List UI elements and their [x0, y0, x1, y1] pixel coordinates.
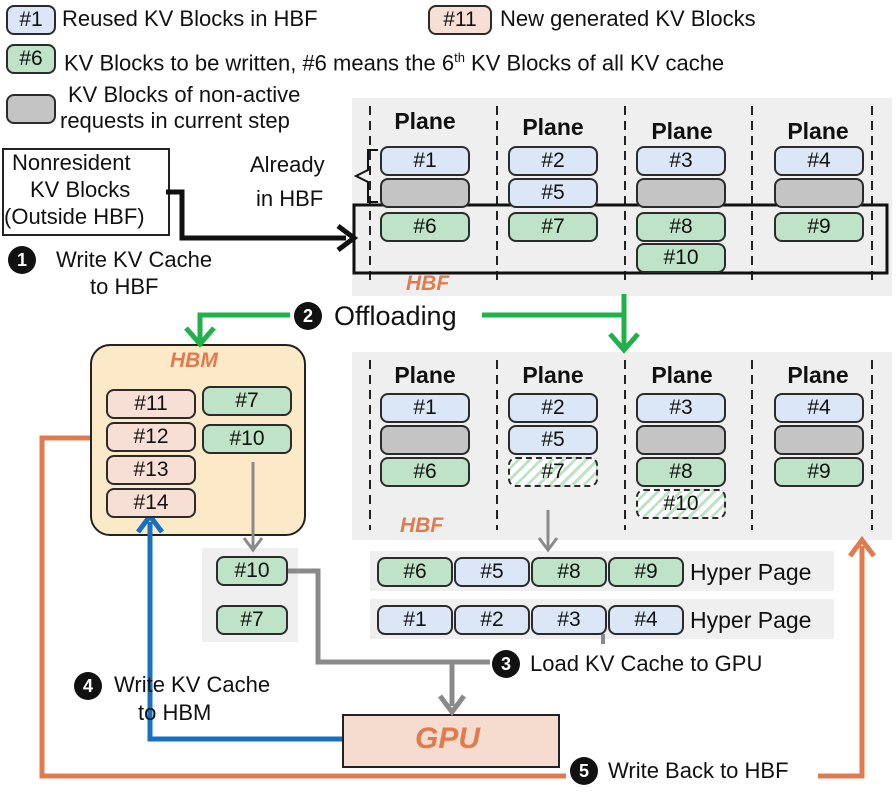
step-2-badge: 2 — [294, 302, 322, 330]
hyper-2-block-2: #2 — [454, 605, 530, 635]
step-5-text: Write Back to HBF — [608, 758, 789, 783]
already-line-2: in HBF — [256, 186, 324, 211]
legend-reused-swatch: #1 — [6, 5, 56, 35]
plane-title-3: Plane — [651, 118, 713, 144]
already-line-1: Already — [250, 152, 325, 177]
hyper-2-block-4: #4 — [608, 605, 684, 635]
legend-write-swatch: #6 — [6, 44, 56, 74]
bottom-block-10-invalid: #10 — [636, 489, 726, 519]
hyper-page-label-2: Hyper Page — [690, 607, 812, 633]
legend-new-text: New generated KV Blocks — [500, 6, 756, 31]
hyper-page-label-1: Hyper Page — [690, 559, 812, 585]
bottom-block-9: #9 — [774, 457, 864, 487]
plane-title-6: Plane — [522, 362, 584, 388]
write-hbf-arrow — [166, 189, 346, 241]
top-block-3: #3 — [636, 146, 726, 176]
plane-title-4: Plane — [787, 118, 849, 144]
legend-new-swatch: #11 — [428, 5, 492, 35]
bottom-block-8: #8 — [636, 457, 726, 487]
nonresident-line-1: Nonresident — [12, 150, 131, 175]
hbf-top-label: HBF — [406, 272, 450, 295]
plane-title-1: Plane — [394, 108, 456, 134]
write-hbm-arrow — [147, 522, 342, 742]
step-1-line-2: to HBF — [90, 274, 159, 299]
write-back-line-left — [39, 435, 566, 779]
top-block-7: #7 — [508, 212, 598, 242]
top-block-6: #6 — [380, 212, 470, 242]
top-block-4: #4 — [774, 146, 864, 176]
legend-inactive-line-1: KV Blocks of non-active — [68, 82, 301, 107]
bottom-block-4: #4 — [774, 393, 864, 423]
legend-reused-text: Reused KV Blocks in HBF — [62, 6, 318, 31]
top-block-5: #5 — [508, 178, 598, 208]
legend-inactive-line-2: requests in current step — [60, 108, 290, 133]
step-5-badge: 5 — [570, 757, 598, 785]
hbm-block-14: #14 — [106, 488, 196, 518]
plane-title-8: Plane — [787, 362, 849, 388]
top-block-inactive-1 — [380, 178, 470, 208]
bottom-block-7-invalid: #7 — [508, 457, 598, 487]
legend-write-text: KV Blocks to be written, #6 means the 6t… — [64, 50, 725, 76]
hyper-1-block-6: #6 — [377, 557, 453, 587]
top-block-8: #8 — [636, 212, 726, 242]
hbm-block-7: #7 — [202, 386, 292, 416]
top-block-inactive-4 — [774, 178, 864, 208]
bottom-block-inactive-1 — [380, 425, 470, 455]
hbm-label: HBM — [170, 349, 218, 372]
hyper-2-block-3: #3 — [531, 605, 607, 635]
legend-inactive-swatch — [6, 94, 56, 124]
bottom-block-3: #3 — [636, 393, 726, 423]
hyper-1-block-8: #8 — [531, 557, 607, 587]
step-3-text: Load KV Cache to GPU — [530, 651, 763, 676]
plane-title-7: Plane — [651, 362, 713, 388]
hbm-block-12: #12 — [106, 422, 196, 452]
nonresident-line-2: KV Blocks — [30, 177, 131, 202]
bottom-block-inactive-3 — [636, 425, 726, 455]
staging-block-10: #10 — [216, 556, 288, 586]
hbm-block-13: #13 — [106, 455, 196, 485]
write-back-arrow — [818, 546, 865, 779]
bottom-block-2: #2 — [508, 393, 598, 423]
hbf-bottom-label: HBF — [400, 514, 444, 537]
plane-separators-top — [369, 106, 873, 530]
top-block-2: #2 — [508, 146, 598, 176]
gpu-box — [342, 714, 560, 768]
hyper-1-block-9: #9 — [608, 557, 684, 587]
step-4-badge: 4 — [74, 672, 102, 700]
hbm-block-10: #10 — [202, 424, 292, 454]
write-hbf-arrowhead — [336, 224, 359, 252]
top-block-10: #10 — [636, 243, 726, 273]
top-block-inactive-3 — [636, 178, 726, 208]
plane-title-2: Plane — [522, 114, 584, 140]
hbm-block-11: #11 — [106, 389, 196, 419]
already-bracket — [353, 149, 378, 203]
load-gpu-line — [286, 568, 490, 665]
offload-arrow-right-a — [482, 294, 627, 318]
hyper-1-block-5: #5 — [454, 557, 530, 587]
offload-arrow-left — [197, 312, 290, 340]
gpu-label: GPU — [415, 722, 481, 755]
step-2-text: Offloading — [334, 301, 457, 331]
bottom-block-6: #6 — [380, 457, 470, 487]
step-4-line-1: Write KV Cache — [114, 672, 271, 697]
bottom-block-inactive-4 — [774, 425, 864, 455]
step-3-badge: 3 — [492, 650, 520, 678]
step-1-line-1: Write KV Cache — [56, 247, 213, 272]
hyper-2-block-1: #1 — [377, 605, 453, 635]
top-block-1: #1 — [380, 146, 470, 176]
nonresident-box — [2, 148, 170, 236]
step-4-line-2: to HBM — [138, 700, 212, 725]
bottom-block-5: #5 — [508, 425, 598, 455]
plane-title-5: Plane — [394, 362, 456, 388]
step-1-badge: 1 — [8, 246, 36, 274]
staging-block-7: #7 — [216, 605, 288, 635]
bottom-block-1: #1 — [380, 393, 470, 423]
nonresident-line-3: (Outside HBF) — [4, 204, 145, 229]
top-block-9: #9 — [774, 212, 864, 242]
